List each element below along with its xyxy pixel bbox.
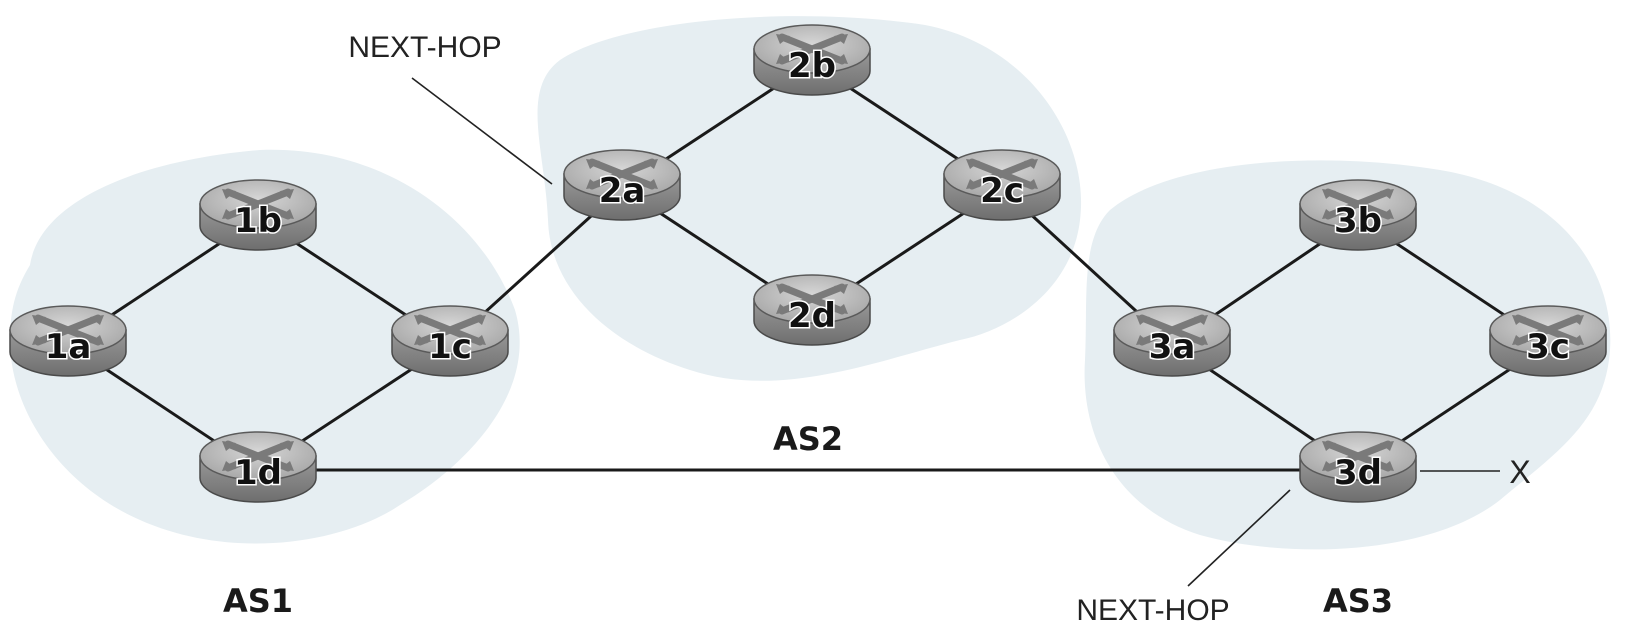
router-2a: 2a — [563, 149, 681, 221]
router-label-2c: 2c — [980, 171, 1024, 211]
router-arrows-icon — [1136, 314, 1208, 346]
router-1a: 1a — [9, 305, 127, 377]
leader-lines — [411, 77, 1500, 587]
router-2d: 2d — [753, 274, 871, 346]
router-label-2b: 2b — [788, 46, 836, 86]
router-3a: 3a — [1113, 305, 1231, 377]
router-label-2d: 2d — [788, 296, 836, 336]
as1-region — [10, 149, 520, 544]
labels: AS1 AS2 AS3 NEXT-HOP NEXT-HOP X — [223, 31, 1531, 627]
as3-region — [1084, 160, 1611, 550]
next-hop-top-label: NEXT-HOP — [348, 31, 501, 64]
router-arrows-icon — [586, 158, 658, 190]
router-3d: 3d — [1299, 431, 1417, 503]
router-label-3d: 3d — [1334, 453, 1382, 493]
router-label-1c: 1c — [428, 327, 472, 367]
router-label-1b: 1b — [234, 201, 282, 241]
router-3c: 3c — [1489, 305, 1607, 377]
router-arrows-icon — [1322, 440, 1394, 472]
router-3b: 3b — [1299, 179, 1417, 251]
router-arrows-icon — [32, 314, 104, 346]
as-regions — [10, 16, 1611, 550]
router-2c: 2c — [943, 149, 1061, 221]
router-2b: 2b — [753, 24, 871, 96]
router-label-1a: 1a — [45, 327, 92, 367]
router-label-2a: 2a — [599, 171, 646, 211]
router-label-3a: 3a — [1149, 327, 1196, 367]
router-arrows-icon — [222, 440, 294, 472]
router-label-3c: 3c — [1526, 327, 1570, 367]
router-arrows-icon — [966, 158, 1038, 190]
router-1d: 1d — [199, 431, 317, 503]
router-1c: 1c — [391, 305, 509, 377]
routers: 1a 1b 1c 1d 2a 2b 2c 2d 3a 3b 3c 3d — [9, 24, 1607, 503]
next-hop-bottom-label: NEXT-HOP — [1076, 594, 1229, 627]
router-arrows-icon — [414, 314, 486, 346]
router-arrows-icon — [222, 188, 294, 220]
as2-region — [537, 16, 1082, 381]
as3-label: AS3 — [1323, 582, 1393, 620]
router-1b: 1b — [199, 179, 317, 251]
as2-label: AS2 — [773, 420, 843, 458]
next-hop-top-leader — [411, 77, 553, 185]
router-label-1d: 1d — [234, 453, 282, 493]
router-arrows-icon — [1322, 188, 1394, 220]
router-arrows-icon — [1512, 314, 1584, 346]
as1-label: AS1 — [223, 582, 293, 620]
router-label-3b: 3b — [1334, 201, 1382, 241]
router-arrows-icon — [776, 33, 848, 65]
destination-x-label: X — [1509, 454, 1530, 490]
router-arrows-icon — [776, 283, 848, 315]
next-hop-bottom-leader — [1187, 489, 1291, 587]
